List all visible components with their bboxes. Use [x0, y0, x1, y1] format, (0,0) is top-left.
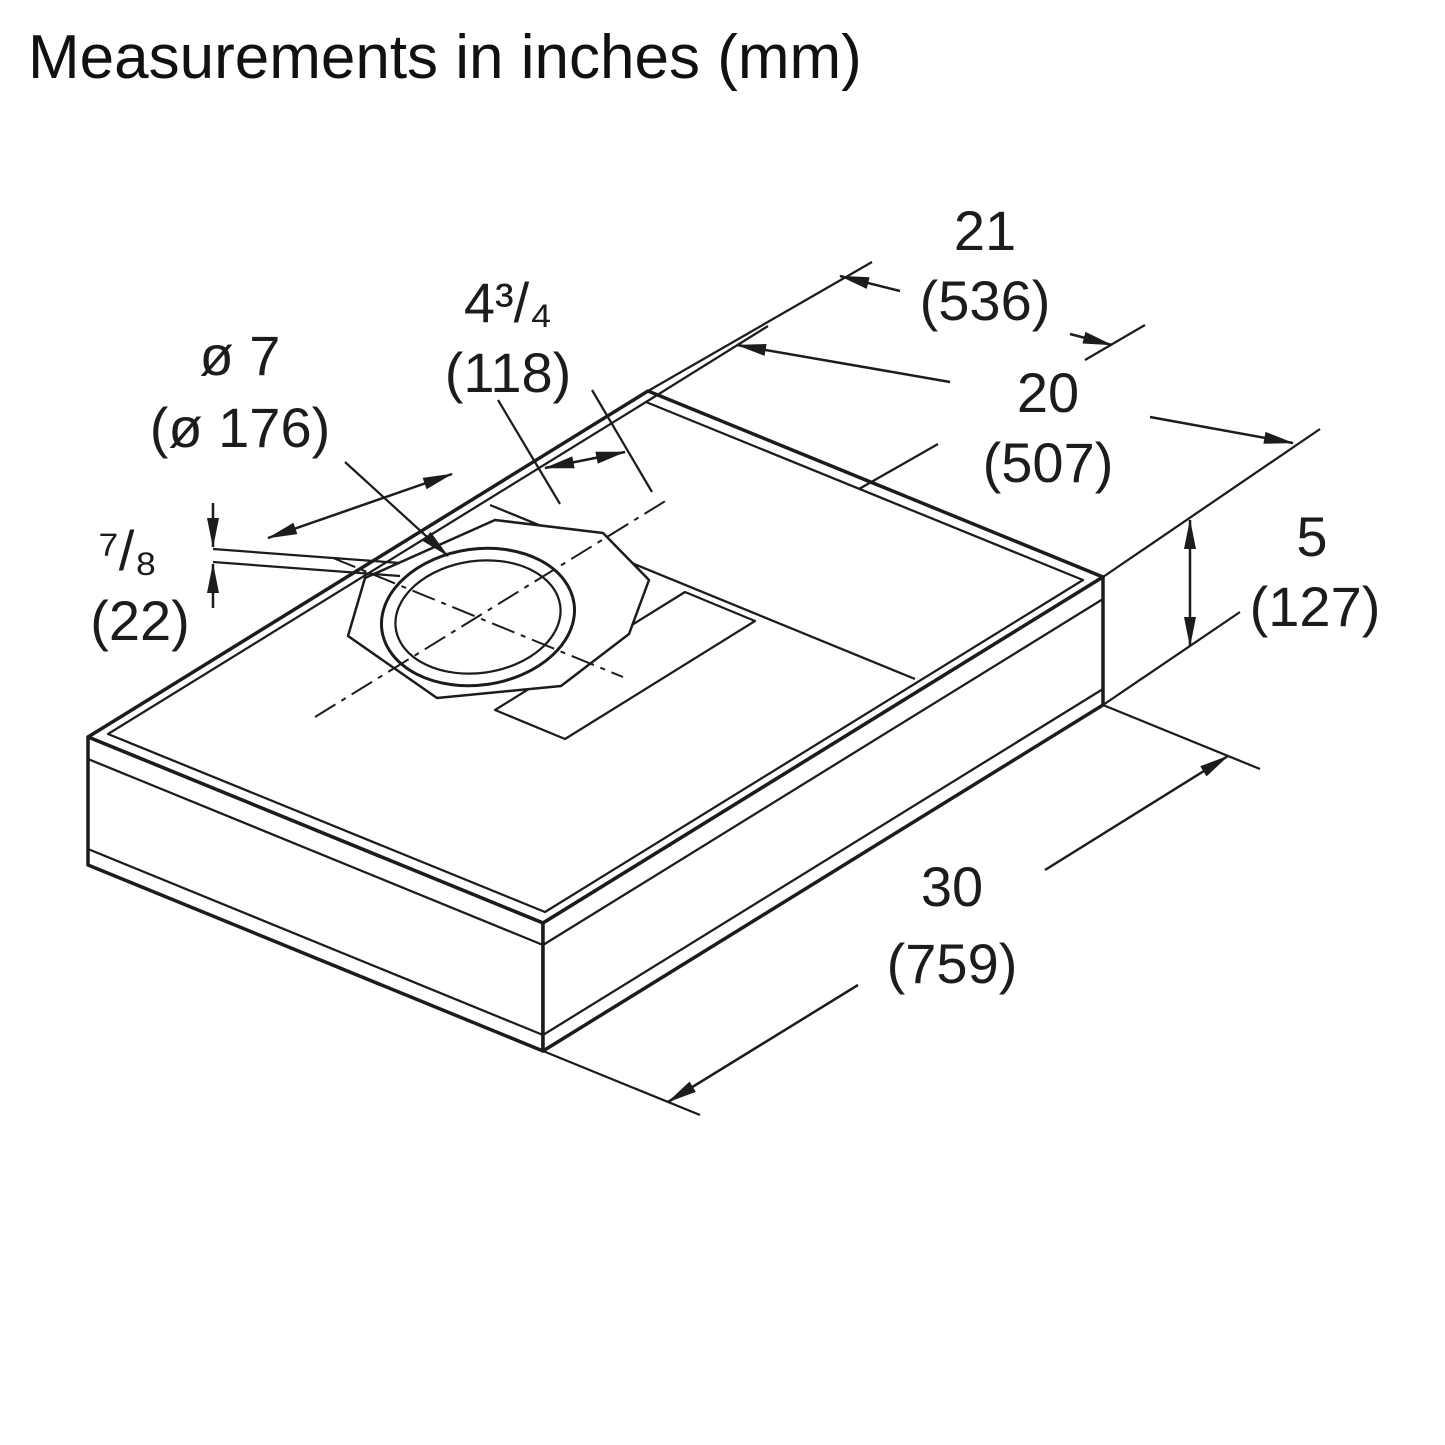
ext-line	[645, 325, 769, 403]
ext-line	[1084, 324, 1146, 361]
dim-line	[267, 472, 453, 540]
dimension-height: 5 (127)	[1102, 505, 1381, 706]
ref-line	[212, 547, 401, 565]
dim-4-3-4-inches-label: 4³/₄	[464, 271, 552, 334]
page-title: Measurements in inches (mm)	[28, 23, 862, 92]
dimension-depth-overall: 21 (536)	[647, 199, 1146, 490]
dim-line	[839, 274, 901, 293]
dim-30-mm-label: (759)	[887, 932, 1018, 995]
duct-collar-inner-ring	[394, 559, 562, 675]
dimension-width: 30 (759)	[542, 703, 1261, 1117]
dim-dia7-mm-label: (ø 176)	[150, 396, 331, 459]
dim-dia7-inches-label: ø 7	[200, 324, 281, 387]
ref-line	[212, 560, 401, 578]
ext-line	[1102, 703, 1261, 771]
duct-centerline-short	[332, 557, 624, 678]
dim-line	[1149, 415, 1294, 445]
hood-top-inner-panel	[106, 400, 1085, 914]
ext-line	[497, 399, 561, 505]
hood-front-rim-top	[87, 598, 1104, 947]
duct-collar-assembly	[314, 499, 668, 718]
dim-21-inches-label: 21	[954, 199, 1016, 262]
dim-line	[1044, 754, 1229, 872]
ext-line	[1102, 611, 1241, 706]
hood-front-rim-bottom	[87, 688, 1104, 1037]
dim-21-mm-label: (536)	[920, 269, 1051, 332]
dim-line	[1069, 331, 1113, 347]
ext-line	[542, 1049, 701, 1117]
ext-line	[647, 261, 873, 392]
dimension-collar-height: ⁷/₈ (22)	[90, 503, 401, 652]
dim-7-8-inches-label: ⁷/₈	[98, 519, 157, 582]
dim-line	[667, 983, 859, 1104]
leader-line	[344, 461, 449, 557]
dim-line	[736, 343, 951, 384]
dim-20-inches-label: 20	[1017, 361, 1079, 424]
dim-line	[544, 450, 626, 470]
duct-collar-outer-ring	[379, 546, 577, 688]
dimension-depth-top: 20 (507)	[645, 325, 1321, 578]
dim-7-8-mm-label: (22)	[90, 589, 190, 652]
dim-4-3-4-mm-label: (118)	[445, 341, 572, 404]
dimension-duct-offset: 4³/₄ (118)	[445, 271, 653, 505]
ext-line	[1102, 428, 1321, 578]
dimension-duct-diameter: ø 7 (ø 176)	[150, 324, 453, 557]
duct-centerline-long	[314, 499, 668, 718]
dim-5-mm-label: (127)	[1250, 575, 1381, 638]
dim-5-inches-label: 5	[1296, 505, 1327, 568]
ext-line	[591, 389, 653, 493]
ext-line	[858, 443, 939, 490]
dim-30-inches-label: 30	[921, 855, 983, 918]
dim-20-mm-label: (507)	[983, 431, 1114, 494]
